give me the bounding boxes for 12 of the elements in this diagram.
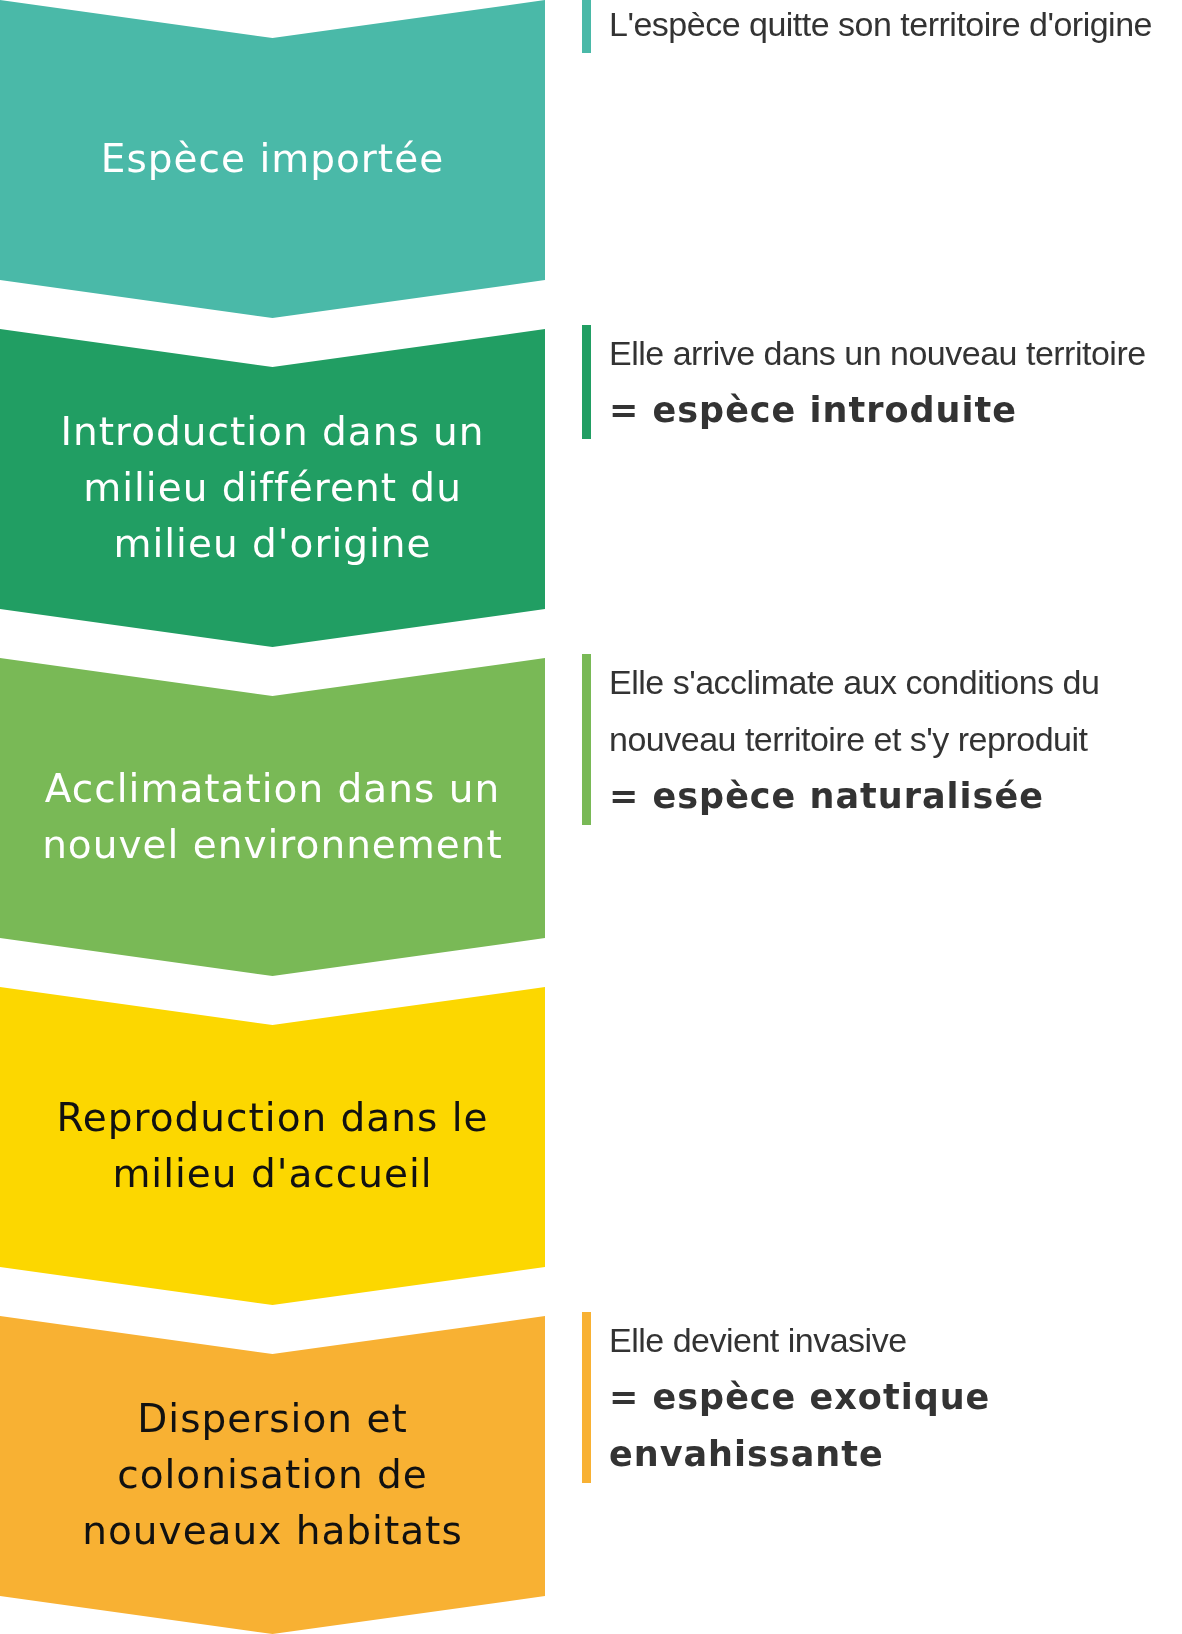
note-text: L'espèce quitte son territoire d'origine [609,4,1152,45]
step-label: Espèce importée [100,135,445,183]
step-label: Acclimatation dans un nouvel environnement [41,765,504,869]
step-label: Introduction dans un milieu différent du milieu d'origine [59,408,486,568]
note-text: Elle arrive dans un nouveau territoire [609,333,1146,374]
result-text: = espèce introduite [609,389,1018,432]
result-text: = espèce naturalisée [609,775,1045,818]
note-text: Elle s'acclimate aux conditions du nouveau territoire et s'y reproduit [609,662,1101,760]
note-text: Elle devient invasive [609,1320,908,1361]
step-label: Dispersion et colonisation de nouveaux habitats [81,1395,464,1555]
step-label: Reproduction dans le milieu d'accueil [55,1094,490,1198]
result-text: = espèce exotique envahissante [609,1376,992,1476]
